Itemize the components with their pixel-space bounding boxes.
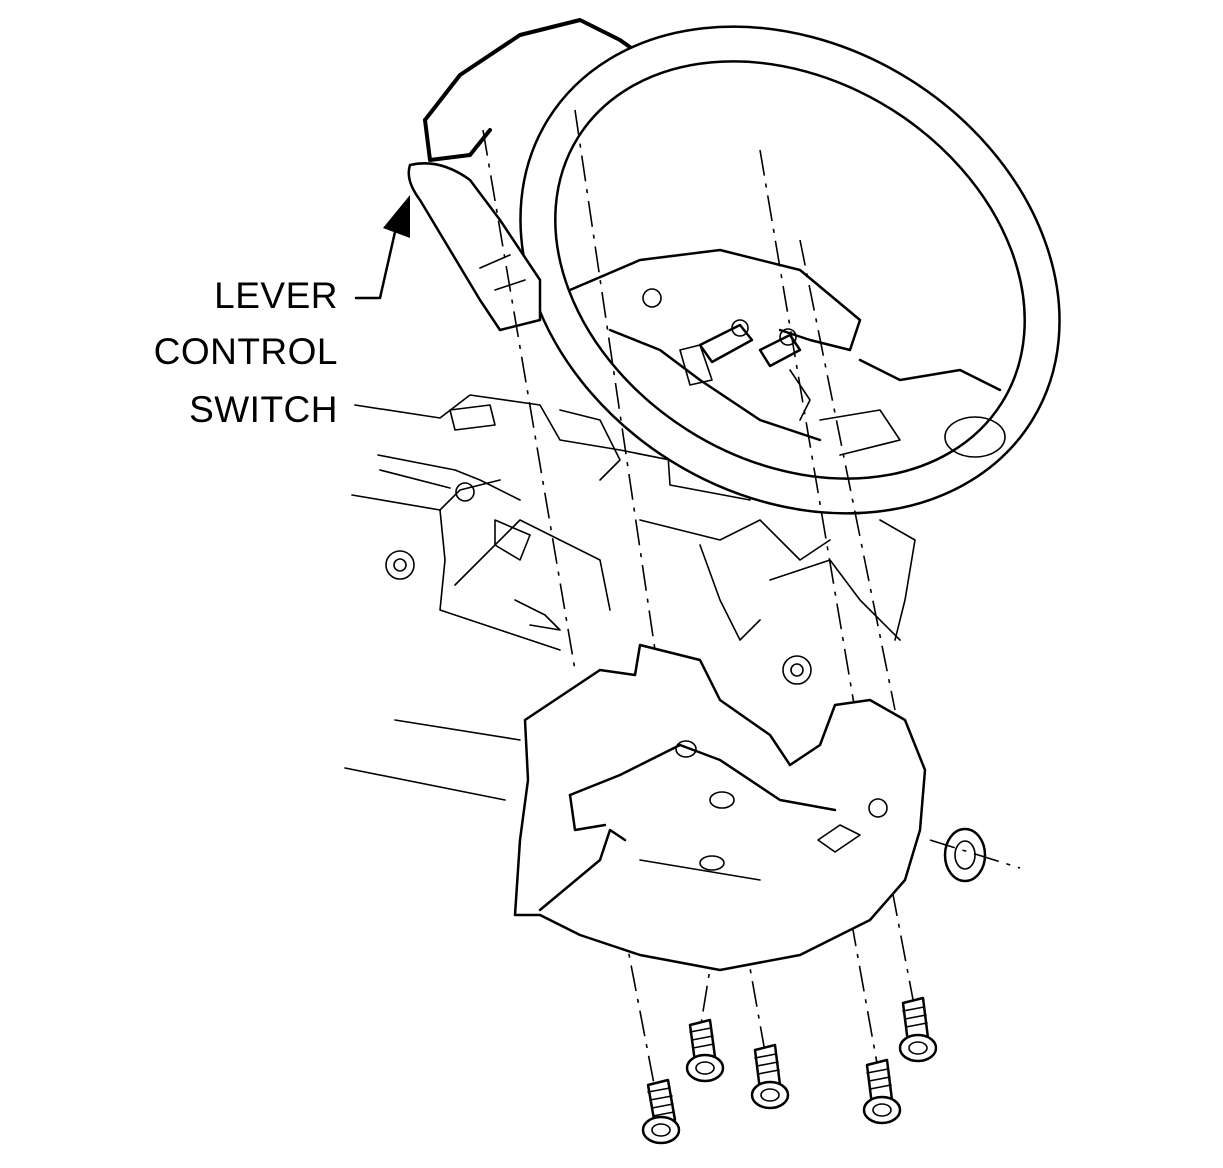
- callout-label-line-2: CONTROL: [153, 331, 338, 372]
- screw-4: [862, 1058, 902, 1125]
- screw-3: [750, 1043, 790, 1110]
- screw-1: [641, 1078, 681, 1145]
- instrument-panel-outline: [344, 394, 916, 801]
- screw-2: [685, 1018, 725, 1083]
- screw-5: [898, 996, 938, 1063]
- lever-control-switch: [407, 162, 542, 332]
- callout-label-line-3: SWITCH: [189, 389, 338, 430]
- steering-wheel: [519, 25, 1061, 515]
- callout-label-line-1: LEVER: [214, 275, 338, 316]
- callout-leader: [354, 195, 410, 300]
- lower-column-cover: [513, 643, 987, 972]
- screws: [641, 996, 938, 1145]
